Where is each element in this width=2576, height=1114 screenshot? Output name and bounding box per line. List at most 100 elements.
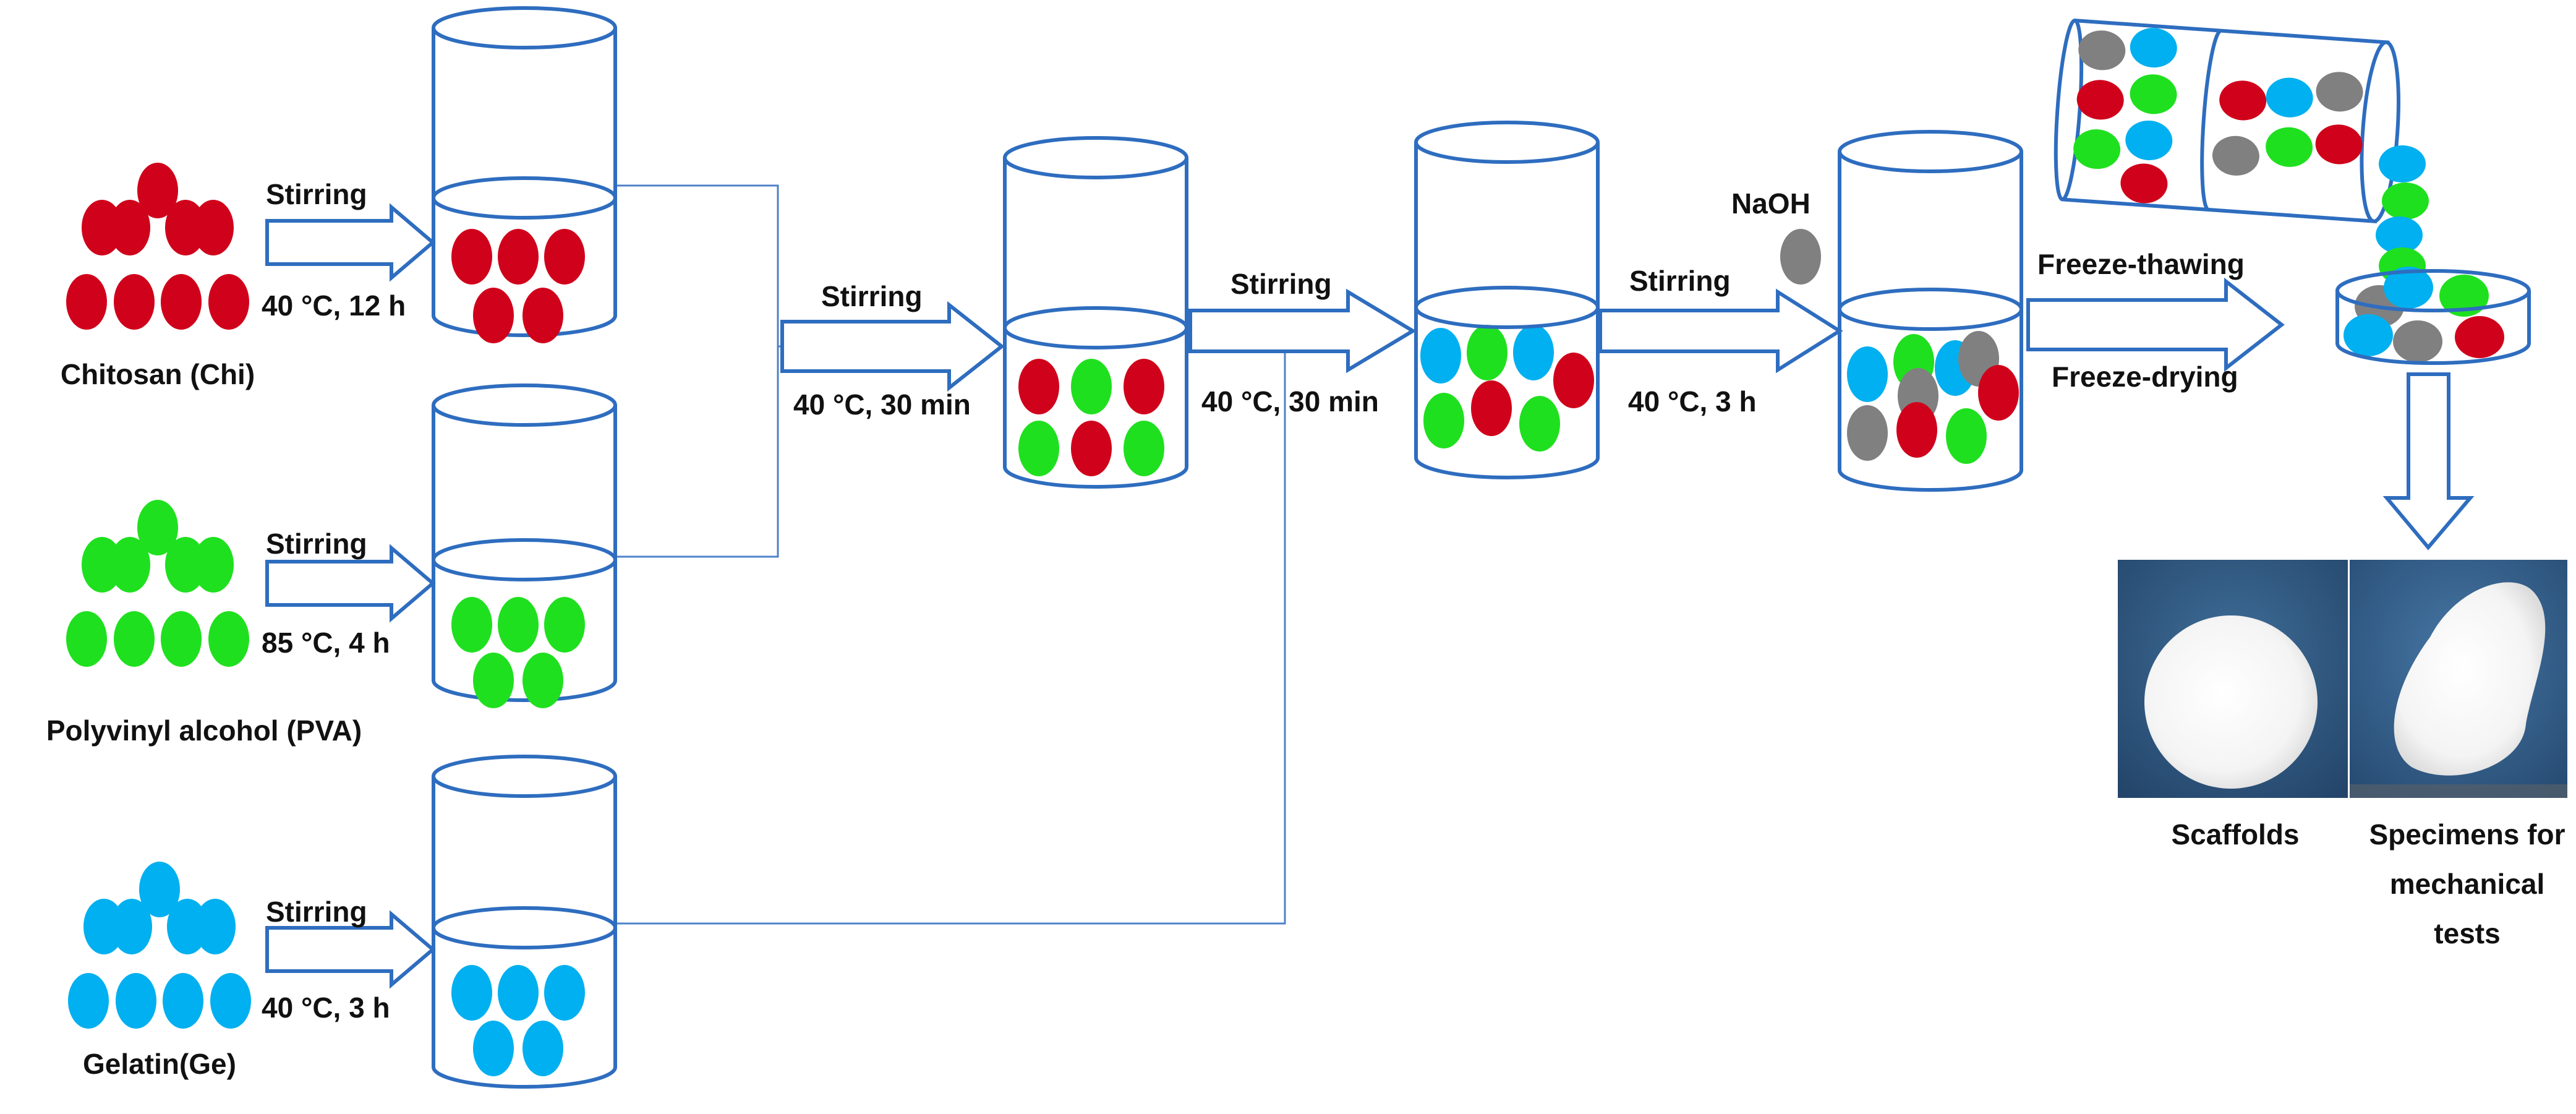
step-3-condition: 40 °C, 3 h: [1628, 385, 1757, 418]
gelatin-particle: [163, 973, 203, 1029]
pva-label: Polyvinyl alcohol (PVA): [46, 714, 362, 747]
gelatin-particle: [1847, 346, 1888, 402]
beaker-chi-pva-ge-particles: [1420, 325, 1594, 452]
mixture-particle: [2125, 120, 2173, 161]
gelatin-particle: [139, 862, 180, 917]
gelatin-particle: [498, 965, 539, 1021]
gelatin-particle: [83, 899, 124, 954]
mixture-particle: [2382, 182, 2429, 220]
pva-particle: [1071, 359, 1112, 414]
mixture-particle: [2376, 216, 2423, 254]
specimens-caption-line-1: Specimens for: [2369, 818, 2565, 850]
chitosan-particle: [1018, 359, 1059, 414]
mixture-particle: [2393, 320, 2442, 362]
chitosan-particle: [473, 288, 514, 343]
pva-particle: [473, 653, 514, 708]
beaker-chitosan-particles: [451, 229, 585, 343]
gelatin-particle: [451, 965, 492, 1021]
mixture-particle: [2130, 28, 2177, 68]
chitosan-particle: [1896, 402, 1937, 458]
chitosan-particle: [161, 274, 202, 330]
pva-particle: [1018, 421, 1059, 476]
mixture-particle: [2439, 275, 2489, 317]
step-2-condition: 40 °C, 30 min: [1201, 385, 1379, 418]
pva-particle: [114, 611, 155, 667]
gelatin-particle: [210, 973, 251, 1029]
pva-particle: [498, 597, 539, 653]
chitosan-particle: [522, 288, 563, 343]
mixture-particle: [2266, 127, 2313, 167]
gelatin-particle: [544, 965, 585, 1021]
chitosan-particle: [498, 229, 539, 285]
arrow-gelatin: Stirring 40 °C, 3 h: [262, 896, 436, 1024]
chitosan-particle: [544, 229, 585, 285]
gelatin-particle: [473, 1021, 514, 1076]
gelatin-particle: [116, 973, 156, 1029]
chitosan-particle: [1071, 421, 1112, 476]
pva-particle: [66, 611, 107, 667]
step-2-verb: Stirring: [1230, 268, 1332, 300]
mixture-particle: [2219, 80, 2267, 121]
gelatin-particle: [68, 973, 109, 1029]
beaker-chi-pva-particles: [1018, 359, 1164, 476]
beaker-naoh-particles: [1847, 331, 2019, 464]
arrow-step-3: Stirring 40 °C, 3 h: [1598, 265, 1843, 418]
pva-verb: Stirring: [266, 528, 367, 560]
connector-gelatin: [615, 346, 1286, 925]
beaker-pva-particles: [451, 597, 585, 708]
beaker-chi-pva-ge: [1414, 121, 1600, 479]
chitosan-particle: [114, 274, 155, 330]
beaker-gelatin-particles: [451, 965, 585, 1076]
scaffold-photo: [2118, 560, 2348, 798]
specimens-caption-line-3: tests: [2434, 917, 2500, 949]
arrow-chitosan: Stirring 40 °C, 12 h: [262, 178, 436, 322]
mixture-particle: [2315, 124, 2363, 165]
beakers: [432, 6, 2023, 1089]
specimen-photo: [2350, 560, 2567, 798]
arrow-down: [2382, 372, 2475, 551]
connector-chitosan-pva: [615, 184, 779, 558]
gelatin-particle: [1420, 328, 1461, 383]
arrow-step-1: Stirring 40 °C, 30 min: [780, 280, 1005, 421]
mixture-particle: [2455, 316, 2504, 358]
chitosan-particle: [1978, 365, 2019, 421]
pva-condition: 85 °C, 4 h: [262, 627, 390, 659]
pva-particle: [522, 653, 563, 708]
gelatin-label: Gelatin(Ge): [83, 1048, 236, 1080]
step-1-condition: 40 °C, 30 min: [793, 388, 971, 421]
step-3-verb: Stirring: [1629, 265, 1731, 297]
chitosan-particle: [1553, 353, 1594, 408]
chitosan-particle: [451, 229, 492, 285]
step-1-verb: Stirring: [821, 280, 923, 312]
falling-particle-stream: [2376, 145, 2429, 285]
pva-particle: [451, 597, 492, 653]
mixture-particle: [2384, 267, 2433, 309]
gelatin-particle: [522, 1021, 563, 1076]
mixture-particle: [2266, 77, 2313, 118]
gelatin-verb: Stirring: [266, 896, 367, 928]
dish-particles: [2344, 267, 2504, 362]
pva-particle: [161, 611, 202, 667]
pva-particle: [193, 537, 234, 593]
freeze-drying-label: Freeze-drying: [2052, 361, 2238, 393]
arrow-step-2: Stirring 40 °C, 30 min: [1188, 268, 1417, 418]
chitosan-particle: [208, 274, 249, 330]
pva-particle: [1946, 408, 1987, 464]
gelatin-particles: [68, 862, 251, 1029]
mixture-particle: [2344, 314, 2393, 356]
mixture-particle: [2379, 145, 2426, 182]
scaffolds-caption: Scaffolds: [2171, 818, 2299, 850]
chitosan-condition: 40 °C, 12 h: [262, 289, 406, 322]
pouring-particles: [2073, 28, 2363, 204]
chitosan-particle: [66, 274, 107, 330]
chitosan-verb: Stirring: [266, 178, 367, 210]
pva-particle: [1124, 421, 1164, 476]
mixture-particle: [2316, 72, 2363, 112]
gelatin-condition: 40 °C, 3 h: [262, 992, 390, 1024]
beaker-chitosan: [432, 6, 617, 343]
chitosan-particle: [1471, 380, 1512, 436]
chitosan-label: Chitosan (Chi): [61, 358, 255, 390]
mixture-particle: [2120, 163, 2168, 204]
pva-particle: [137, 500, 178, 555]
